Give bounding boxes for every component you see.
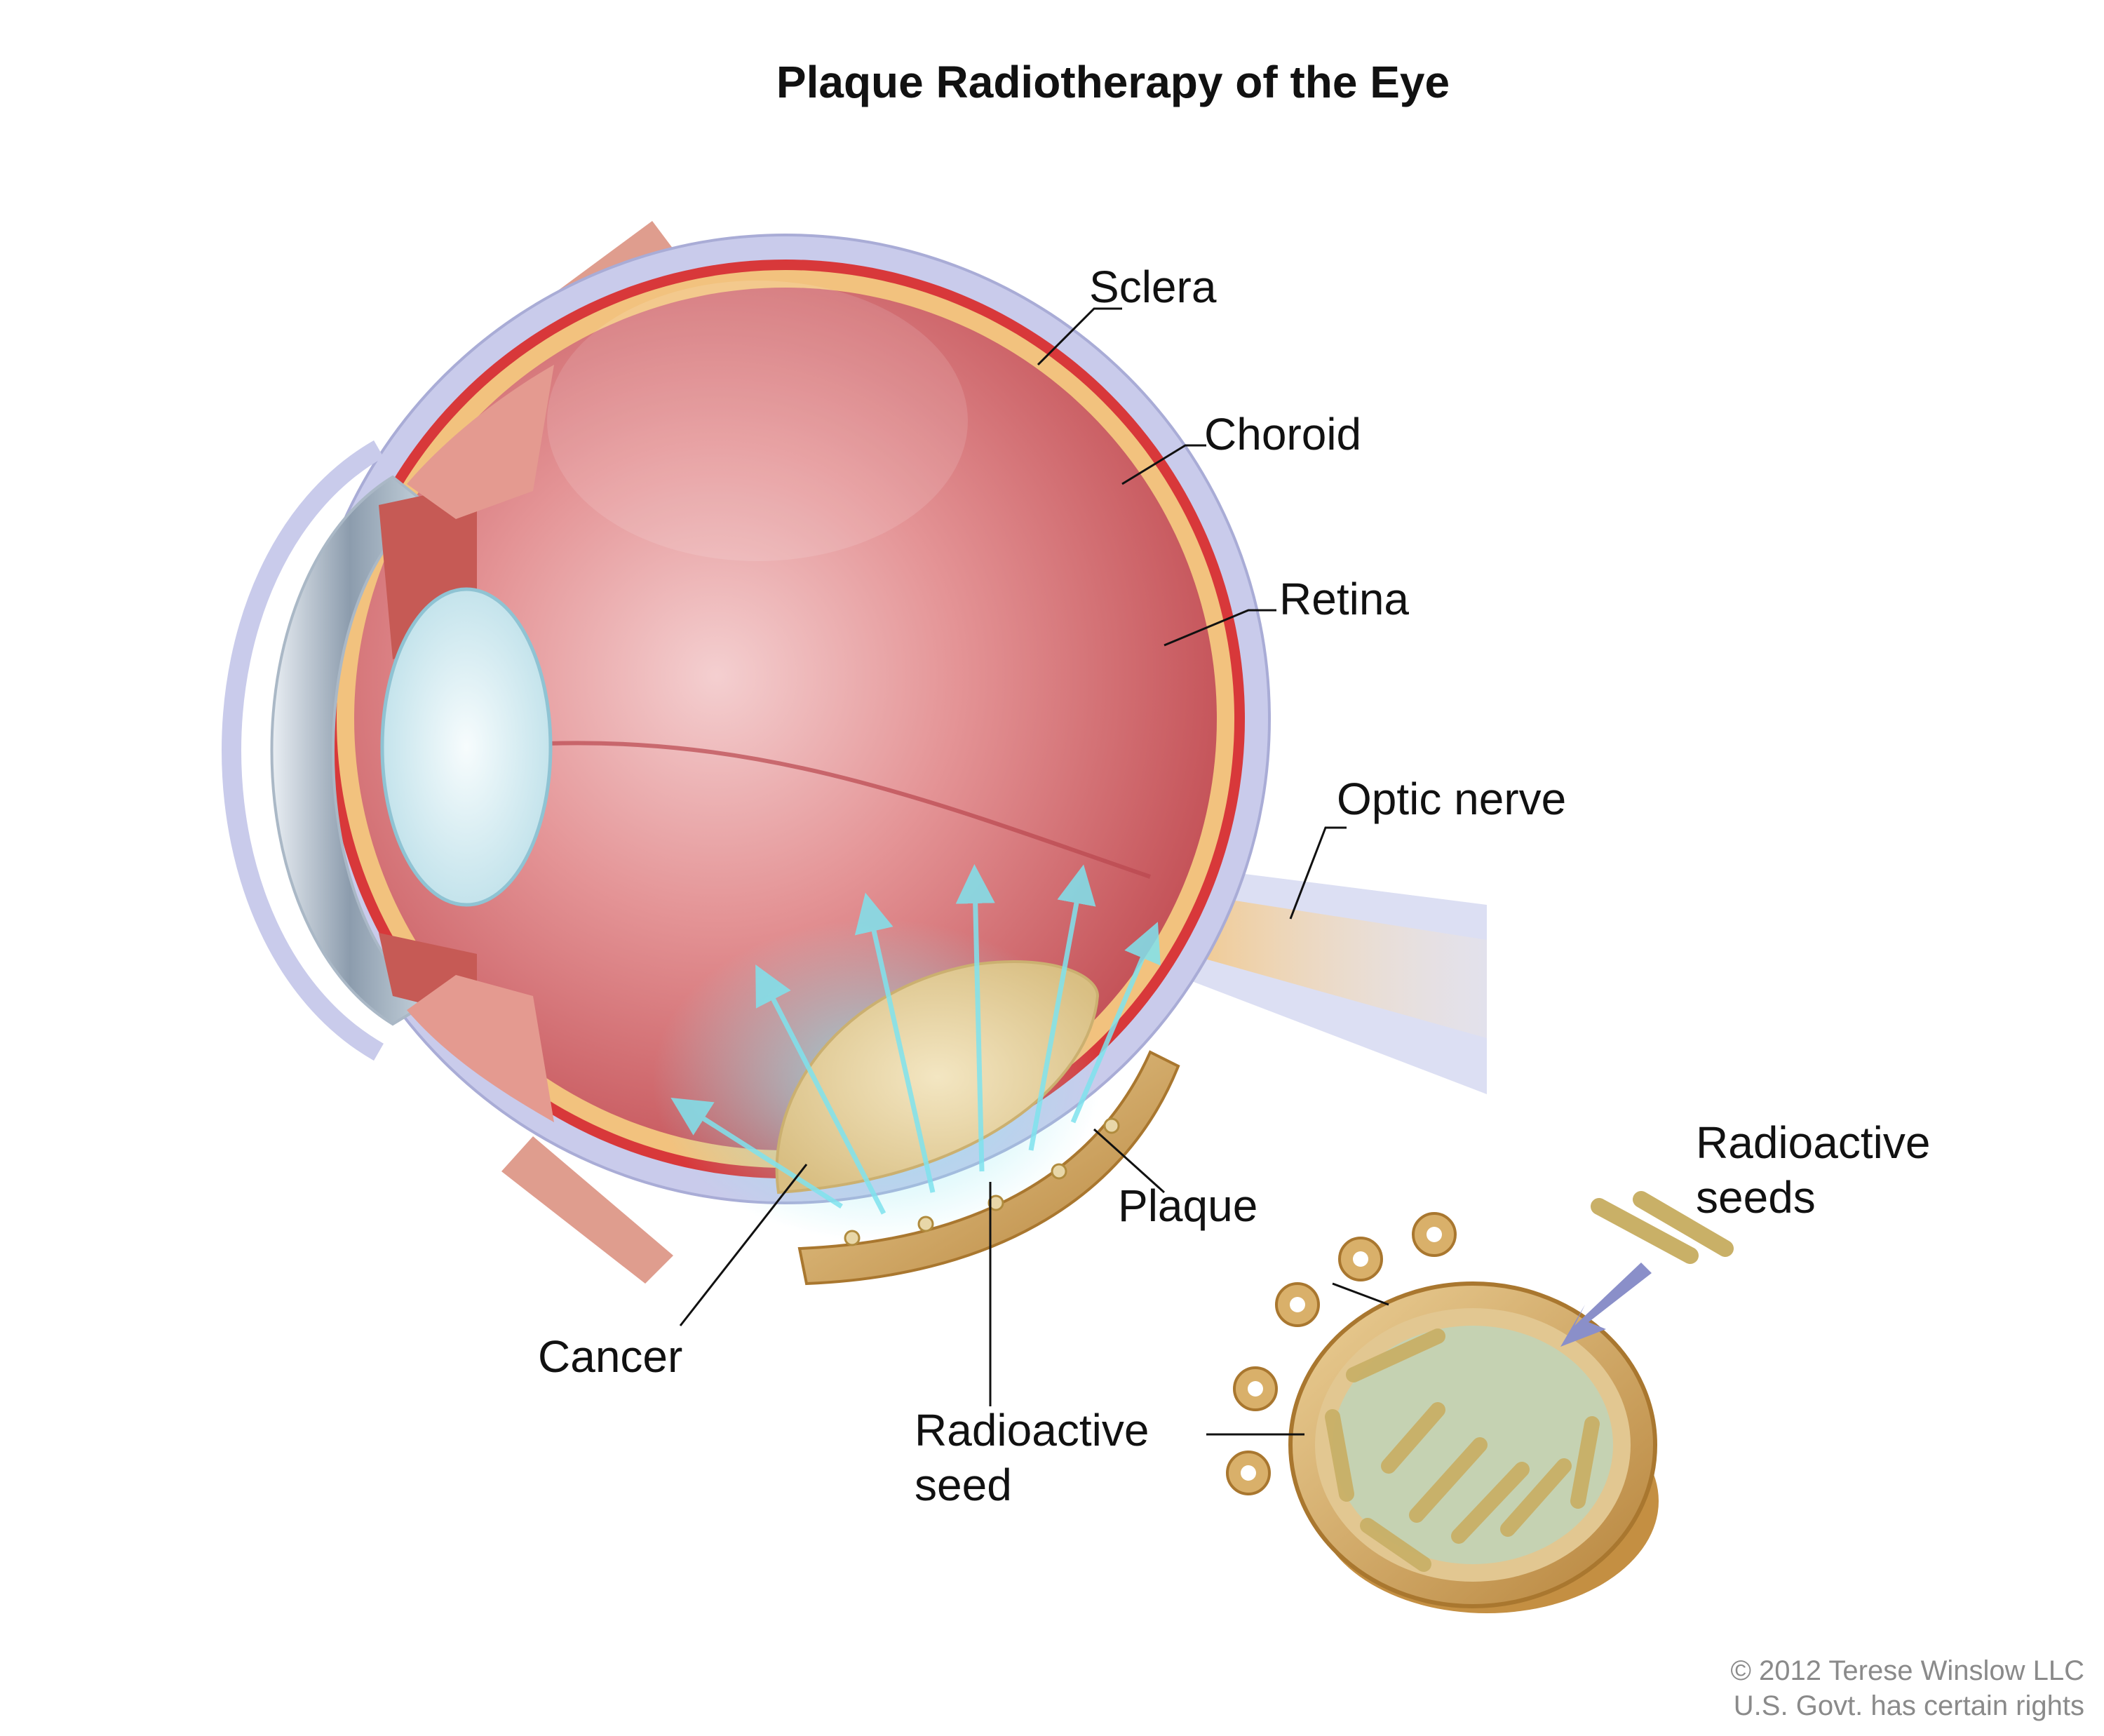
label-radioactive-seed-line2: seed — [915, 1460, 1012, 1511]
radioactive-seeds-on-plaque — [844, 1117, 1120, 1246]
label-optic-nerve: Optic nerve — [1337, 774, 1567, 824]
label-choroid: Choroid — [1204, 409, 1362, 459]
cancer-tumor — [775, 960, 1100, 1195]
ciliary-body-bottom — [407, 975, 554, 1122]
insertion-arrow — [1560, 1263, 1652, 1347]
label-radioactive-seed-line1: Radioactive — [915, 1405, 1149, 1455]
cornea — [270, 475, 431, 1026]
label-radioactive-seeds: Radioactive seeds — [1696, 1115, 1930, 1225]
optic-nerve — [1150, 863, 1487, 1094]
rights-line: U.S. Govt. has certain rights — [1733, 1690, 2084, 1721]
label-radioactive-seeds-line1: Radioactive — [1696, 1117, 1931, 1168]
lens — [380, 587, 553, 907]
radiation-arrows — [670, 864, 1161, 1215]
plaque-on-eye — [797, 1050, 1180, 1286]
label-radioactive-seeds-line2: seeds — [1696, 1172, 1816, 1223]
vitreous-body — [354, 288, 1217, 1150]
vitreous-detail — [546, 281, 1151, 879]
extraocular-muscle-bottom — [501, 1136, 673, 1284]
label-cancer: Cancer — [538, 1331, 683, 1382]
plaque-closeup — [1226, 1212, 1659, 1613]
loose-radioactive-seeds — [1591, 1191, 1734, 1264]
label-plaque: Plaque — [1118, 1180, 1258, 1231]
copyright-line: © 2012 Terese Winslow LLC — [1730, 1655, 2084, 1686]
label-retina: Retina — [1279, 574, 1409, 624]
label-radioactive-seed: Radioactive seed — [915, 1403, 1149, 1512]
ciliary-body-top — [407, 365, 554, 519]
leader-lines — [679, 307, 1389, 1436]
diagram-title: Plaque Radiotherapy of the Eye — [776, 57, 1450, 107]
label-sclera: Sclera — [1089, 262, 1217, 312]
cornea-outer — [222, 440, 384, 1061]
